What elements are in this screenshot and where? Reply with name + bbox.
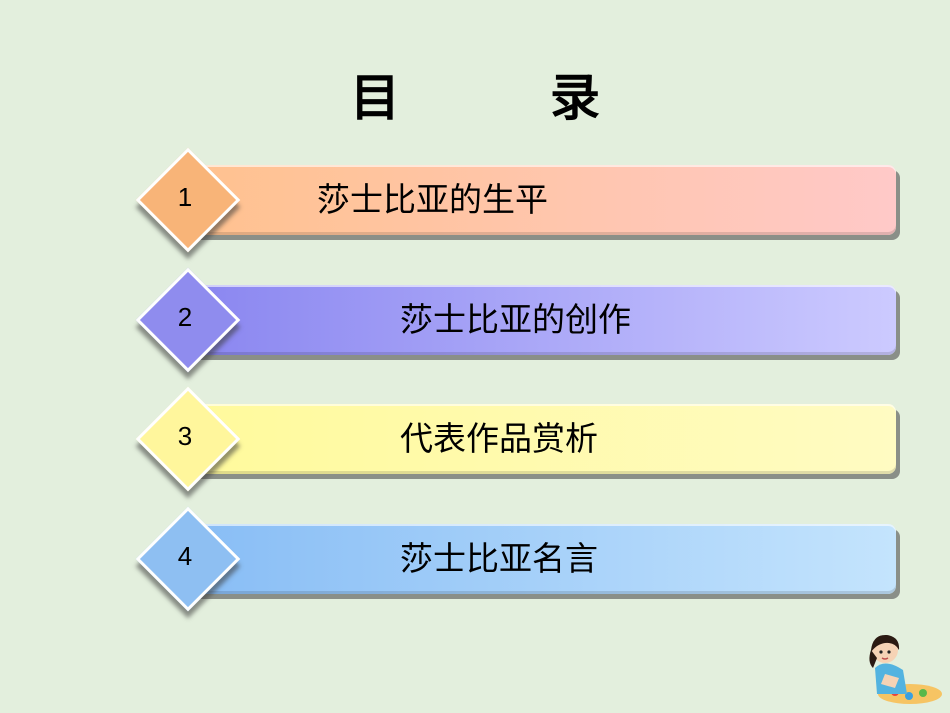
- toc-item-3[interactable]: 代表作品赏析 3: [130, 386, 896, 497]
- number-diamond: 3: [135, 386, 241, 492]
- item-number: 1: [177, 182, 193, 212]
- item-number: 4: [177, 541, 193, 571]
- toc-item-label: 代表作品赏析: [400, 419, 598, 458]
- number-diamond: 2: [135, 267, 241, 373]
- toc-item-bar: [190, 285, 896, 355]
- item-number: 2: [177, 302, 193, 332]
- toc-item-bar: [190, 524, 896, 594]
- number-diamond: 1: [135, 147, 241, 253]
- toc-item-4[interactable]: 莎士比亚名言 4: [130, 506, 896, 617]
- girl-painting-icon: [869, 634, 942, 704]
- toc-item-bar: [190, 404, 896, 474]
- toc-item-1[interactable]: 莎士比亚的生平 1: [130, 147, 896, 258]
- number-diamond: 4: [135, 506, 241, 612]
- toc-item-bar: [190, 165, 896, 235]
- toc-item-label: 莎士比亚名言: [400, 539, 598, 578]
- item-number: 3: [177, 421, 193, 451]
- toc-item-label: 莎士比亚的生平: [317, 180, 548, 219]
- toc-item-label: 莎士比亚的创作: [400, 300, 631, 339]
- page-title: 目 录: [350, 69, 650, 127]
- toc-item-2[interactable]: 莎士比亚的创作 2: [130, 267, 896, 378]
